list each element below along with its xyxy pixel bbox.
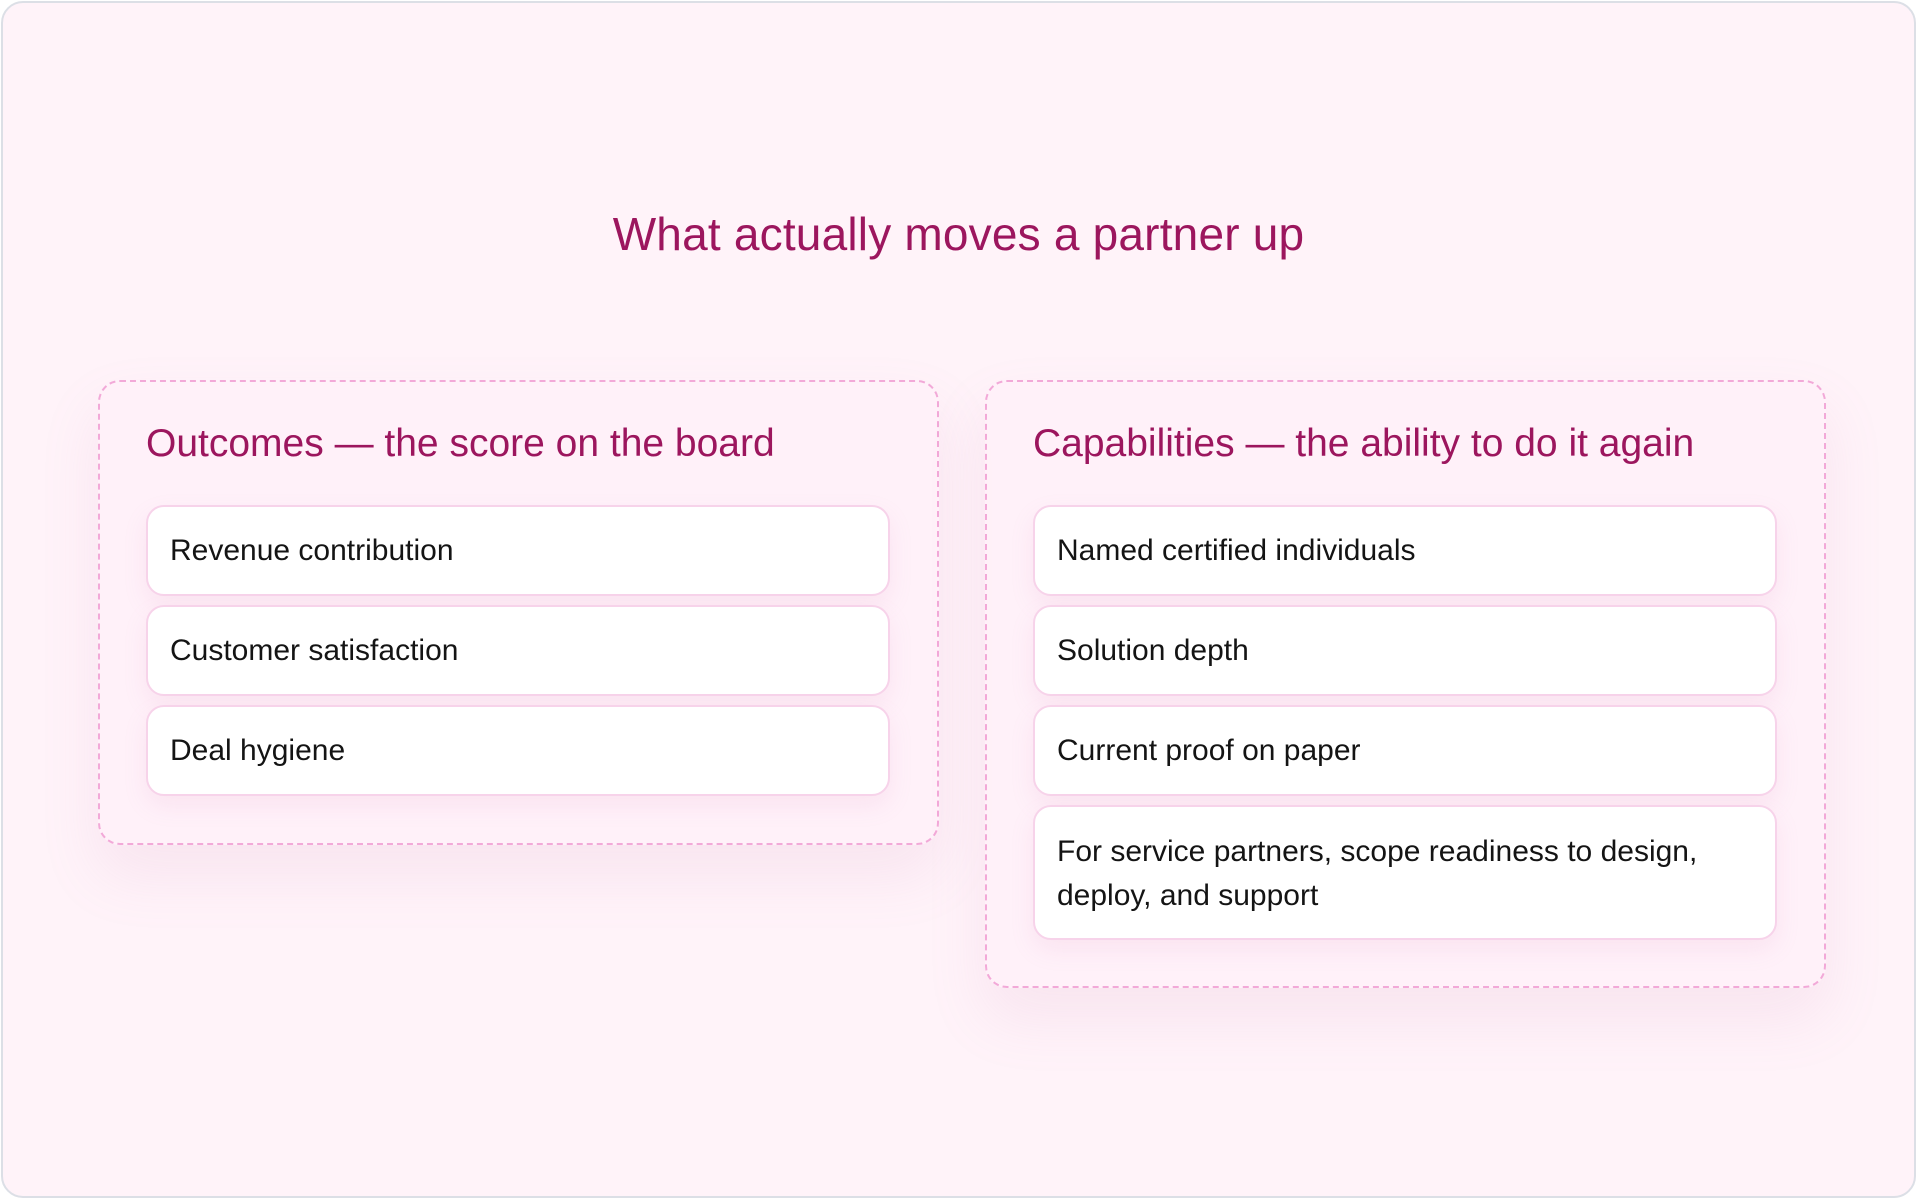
outcomes-panel: Outcomes — the score on the board Revenu… xyxy=(98,380,939,845)
capabilities-list: Named certified individuals Solution dep… xyxy=(1033,505,1777,949)
outcome-item-customer-satisfaction: Customer satisfaction xyxy=(146,605,890,696)
outcomes-list: Revenue contribution Customer satisfacti… xyxy=(146,505,890,805)
capability-item-named-certified-individuals: Named certified individuals xyxy=(1033,505,1777,596)
outcomes-heading: Outcomes — the score on the board xyxy=(146,422,775,465)
capability-item-current-proof: Current proof on paper xyxy=(1033,705,1777,796)
diagram-title: What actually moves a partner up xyxy=(612,208,1305,260)
outcome-item-revenue-contribution: Revenue contribution xyxy=(146,505,890,596)
capability-item-service-partner-readiness: For service partners, scope readiness to… xyxy=(1033,805,1777,940)
capabilities-heading: Capabilities — the ability to do it agai… xyxy=(1033,422,1695,465)
capabilities-panel: Capabilities — the ability to do it agai… xyxy=(985,380,1826,988)
capability-item-solution-depth: Solution depth xyxy=(1033,605,1777,696)
outcome-item-deal-hygiene: Deal hygiene xyxy=(146,705,890,796)
